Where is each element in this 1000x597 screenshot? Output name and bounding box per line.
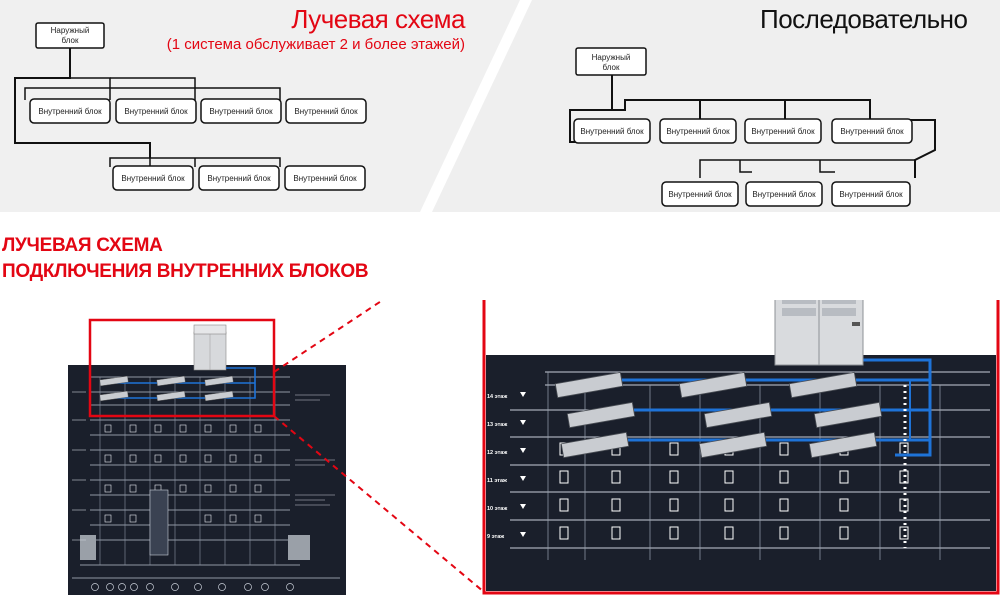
highlight-frame bbox=[88, 318, 276, 418]
floor-label: 10 этаж bbox=[487, 506, 507, 512]
radial-scheme-subtitle: (1 система обслуживает 2 и более этажей) bbox=[166, 36, 465, 53]
serial-diagram bbox=[569, 74, 936, 178]
section-title-line1: ЛУЧЕВАЯ СХЕМА bbox=[2, 235, 163, 256]
outdoor-unit-large bbox=[774, 300, 864, 366]
serial-indoor-label: Внутренний блок bbox=[839, 190, 903, 199]
radial-indoor-label: Внутренний блок bbox=[121, 174, 185, 183]
serial-indoor-units: Внутренний блок Внутренний блок Внутренн… bbox=[573, 118, 913, 207]
floor-label: 13 этаж bbox=[487, 422, 507, 428]
floor-label: 14 этаж bbox=[487, 394, 507, 400]
radial-indoor-label: Внутренний блок bbox=[124, 107, 188, 116]
serial-scheme-title: Последовательно bbox=[760, 4, 968, 34]
radial-indoor-units: Внутренний блок Внутренний блок Внутренн… bbox=[29, 98, 367, 191]
floor-label: 9 этаж bbox=[487, 534, 504, 540]
serial-indoor-label: Внутренний блок bbox=[668, 190, 732, 199]
building-elevation-small bbox=[68, 324, 346, 595]
floor-label: 11 этаж bbox=[487, 478, 507, 484]
outdoor-unit-small bbox=[193, 324, 227, 371]
serial-indoor-label: Внутренний блок bbox=[752, 190, 816, 199]
radial-indoor-label: Внутренний блок bbox=[293, 174, 357, 183]
serial-indoor-label: Внутренний блок bbox=[666, 127, 730, 136]
zoom-connector-lines bbox=[273, 300, 485, 593]
radial-indoor-label: Внутренний блок bbox=[207, 174, 271, 183]
section-title: ЛУЧЕВАЯ СХЕМА ПОДКЛЮЧЕНИЯ ВНУТРЕННИХ БЛО… bbox=[2, 233, 369, 285]
radial-indoor-label: Внутренний блок bbox=[294, 107, 358, 116]
floor-label: 12 этаж bbox=[487, 450, 507, 456]
building-blueprint-illustration: 14 этаж 13 этаж 12 этаж 11 этаж 10 этаж … bbox=[68, 300, 1000, 595]
serial-indoor-label: Внутренний блок bbox=[751, 127, 815, 136]
right-panel bbox=[432, 0, 1000, 212]
indoor-duct-units bbox=[554, 371, 883, 459]
section-title-line2: ПОДКЛЮЧЕНИЯ ВНУТРЕННИХ БЛОКОВ bbox=[2, 261, 369, 282]
radial-scheme-title: Лучевая схема bbox=[291, 4, 465, 34]
radial-indoor-label: Внутренний блок bbox=[209, 107, 273, 116]
serial-indoor-label: Внутренний блок bbox=[580, 127, 644, 136]
zoom-detail-view: 14 этаж 13 этаж 12 этаж 11 этаж 10 этаж … bbox=[482, 300, 1000, 595]
radial-indoor-label: Внутренний блок bbox=[38, 107, 102, 116]
serial-indoor-label: Внутренний блок bbox=[840, 127, 904, 136]
